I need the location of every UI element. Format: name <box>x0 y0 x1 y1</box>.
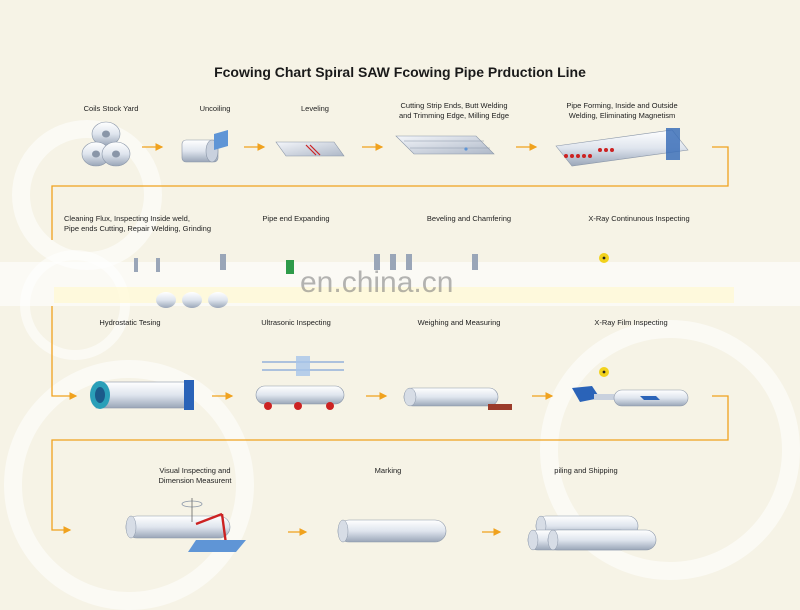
watermark-text: en.china.cn <box>300 266 454 299</box>
step-label-cutting-welding: Cutting Strip Ends, Butt Welding and Tri… <box>398 101 510 120</box>
coils-stack-icon <box>81 121 131 167</box>
step-label-leveling: Leveling <box>301 104 329 113</box>
expander-icon <box>286 260 294 274</box>
step-label-beveling: Beveling and Chamfering <box>426 214 512 223</box>
step-label-marking: Marking <box>374 466 402 475</box>
page-title: Fcowing Chart Spiral SAW Fcowing Pipe Pr… <box>214 64 586 80</box>
step-label-pipe-forming: Pipe Forming, Inside and Outside Welding… <box>566 101 678 120</box>
step-label-pipe-end-expanding: Pipe end Expanding <box>262 214 330 223</box>
pipe-forming-icon <box>555 128 689 167</box>
step-label-uncoiling: Uncoiling <box>199 104 231 113</box>
flow-arrows <box>51 143 729 536</box>
step-label-visual-inspecting: Visual Inspecting and Dimension Measuren… <box>158 466 232 485</box>
step-label-xray-continuous: X-Ray Continunous Inspecting <box>588 214 690 223</box>
grinding-station-icon <box>134 254 228 308</box>
flow-connector <box>51 395 729 534</box>
pipe-pile-icon <box>527 515 657 551</box>
marking-pipe-icon <box>337 519 447 543</box>
hydrostatic-tester-icon <box>90 380 194 410</box>
weighing-scale-icon <box>403 387 512 410</box>
cutting-welding-plate-icon <box>395 135 495 155</box>
step-label-hydrostatic: Hydrostatic Tesing <box>99 318 161 327</box>
flow-connector <box>51 146 729 240</box>
diagram-graphics <box>51 121 729 552</box>
visual-inspection-icon <box>125 498 246 552</box>
step-label-cleaning-flux: Cleaning Flux, Inspecting Inside weld, P… <box>64 214 212 233</box>
step-label-piling-shipping: piling and Shipping <box>554 466 618 475</box>
step-label-xray-film: X-Ray Film Inspecting <box>594 318 668 327</box>
flow-connector <box>51 306 78 400</box>
step-label-weighing: Weighing and Measuring <box>417 318 501 327</box>
ultrasonic-tester-icon <box>255 356 345 410</box>
xray-film-tester-icon <box>572 367 689 407</box>
flowchart: Fcowing Chart Spiral SAW Fcowing Pipe Pr… <box>0 64 800 610</box>
step-label-coils-stock-yard: Coils Stock Yard <box>83 104 139 113</box>
beveling-icon <box>374 254 478 270</box>
uncoiler-icon <box>181 130 228 163</box>
step-label-ultrasonic: Ultrasonic Inspecting <box>261 318 331 327</box>
leveling-plate-icon <box>275 141 345 157</box>
radiation-icon <box>599 253 609 263</box>
